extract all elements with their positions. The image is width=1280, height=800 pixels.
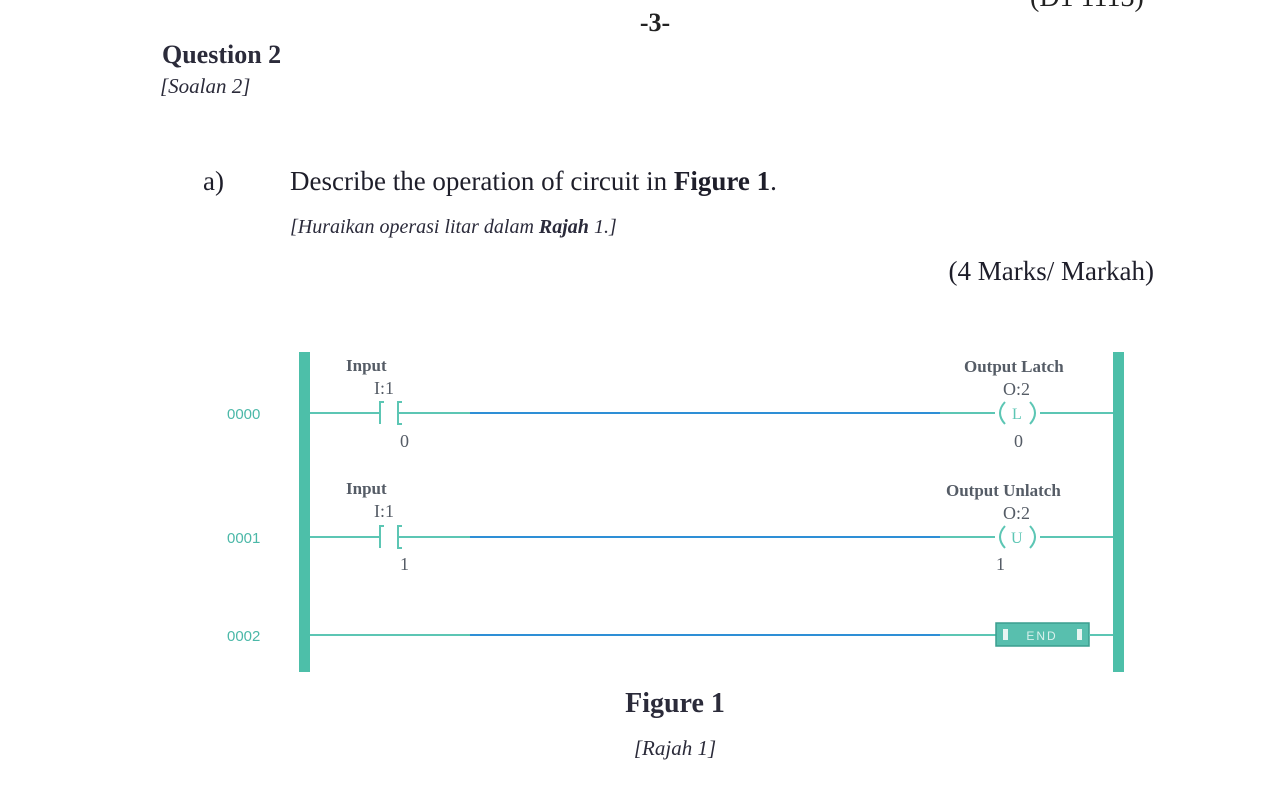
rung-number: 0001 <box>227 530 260 547</box>
figure-title: Figure 1 <box>625 688 725 719</box>
output-address: O:2 <box>1003 503 1030 523</box>
input-label: Input <box>346 356 387 375</box>
page-number: -3- <box>639 8 671 37</box>
rung-0001: 0001 Input I:1 1 Output Unlatch O:2 U 1 <box>227 479 1113 574</box>
part-a-trans-bold: Rajah <box>538 216 589 238</box>
rung-number: 0002 <box>227 628 260 645</box>
output-bit: 1 <box>996 554 1005 574</box>
part-a-trans-after: 1.] <box>588 216 617 238</box>
output-address: O:2 <box>1003 379 1030 399</box>
end-label: END <box>1026 629 1057 643</box>
rung-number: 0000 <box>227 406 260 423</box>
coil-symbol: U <box>1011 530 1023 547</box>
output-bit: 0 <box>1014 431 1023 451</box>
part-a-text-after: . <box>770 166 777 196</box>
part-a-trans-before: [Huraikan operasi litar dalam <box>290 216 539 238</box>
question-title: Question 2 <box>162 40 282 69</box>
coil-symbol: L <box>1012 406 1022 423</box>
part-a-label: a) <box>203 166 224 196</box>
right-power-rail <box>1113 352 1124 672</box>
output-label: Output Latch <box>964 357 1064 376</box>
part-a-question: Describe the operation of circuit in Fig… <box>290 166 777 197</box>
output-coil-icon: U <box>999 525 1036 549</box>
part-a-text-before: Describe the operation of circuit in <box>290 166 674 196</box>
question-subtitle: [Soalan 2] <box>160 74 251 98</box>
input-contact-icon <box>310 525 470 549</box>
part-a-translation: [Huraikan operasi litar dalam Rajah 1.] <box>290 216 617 239</box>
input-address: I:1 <box>374 501 394 521</box>
input-label: Input <box>346 479 387 498</box>
output-coil-icon: L <box>999 401 1036 425</box>
end-block: END <box>995 622 1090 647</box>
part-a-text-bold: Figure 1 <box>673 166 771 196</box>
input-address: I:1 <box>374 378 394 398</box>
left-power-rail <box>299 352 310 672</box>
course-code-header: (D1 1113) <box>1030 0 1144 14</box>
output-label: Output Unlatch <box>946 481 1061 500</box>
input-contact-icon <box>310 401 470 425</box>
input-bit: 0 <box>400 431 409 451</box>
part-a-marks: (4 Marks/ Markah) <box>948 256 1154 286</box>
input-bit: 1 <box>400 554 409 574</box>
rung-0002: 0002 END <box>227 622 1113 647</box>
figure-subtitle: [Rajah 1] <box>633 736 717 760</box>
rung-0000: 0000 Input I:1 0 Output Latch O:2 L 0 <box>227 356 1113 451</box>
